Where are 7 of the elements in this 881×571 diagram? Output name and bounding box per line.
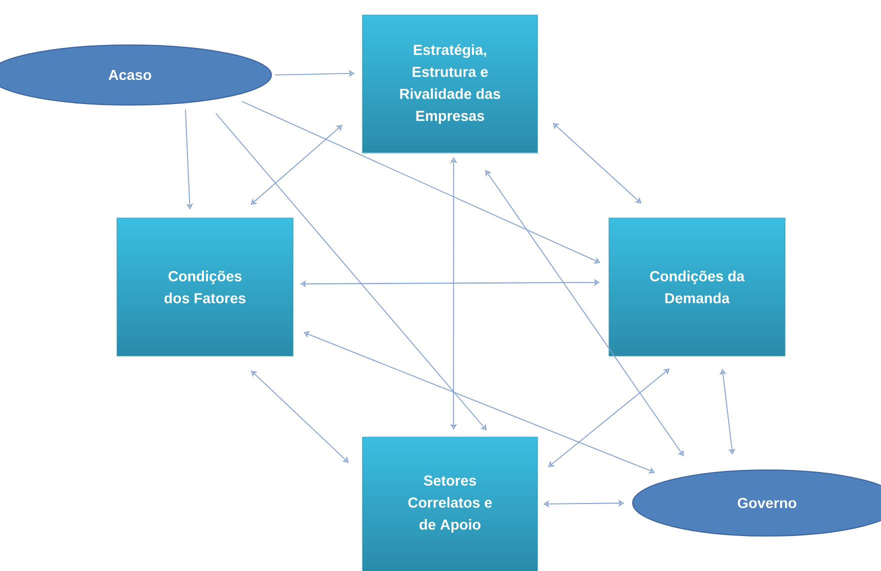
factor-box: Condições dos Fatores <box>116 218 294 356</box>
arrow <box>215 113 487 430</box>
arrow <box>184 109 194 210</box>
arrow <box>250 124 342 205</box>
factor-box: Condições da Demanda <box>608 218 786 356</box>
factor-box: Setores Correlatos e de Apoio <box>362 436 538 571</box>
factor-box: Estratégia, Estrutura e Rivalidade das Empresas <box>362 14 538 154</box>
